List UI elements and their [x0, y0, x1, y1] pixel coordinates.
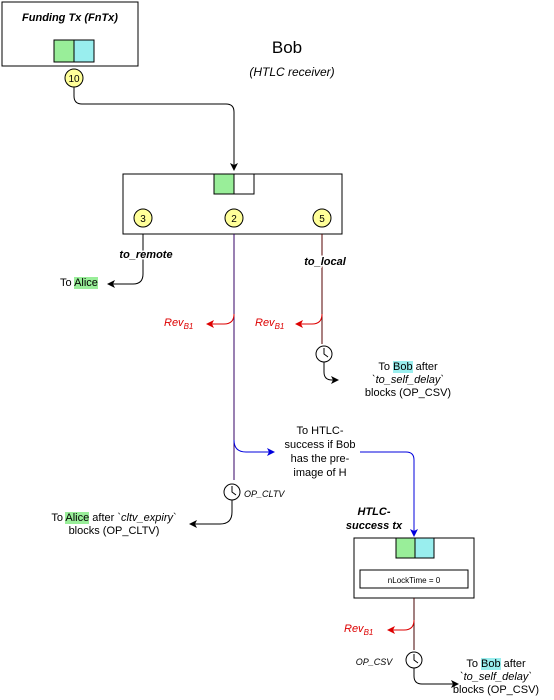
- to-remote-arrow: [107, 234, 144, 288]
- output-num-3: 3: [140, 214, 146, 225]
- funding-tx-box: Funding Tx (FnTx): [1, 1, 139, 67]
- to-local-delay-arrow: [323, 362, 339, 384]
- htlc-success-tx-box: nLockTime = 0: [353, 537, 475, 599]
- to-alice-label: To Alice: [60, 277, 98, 289]
- funding-tx-label: Funding Tx (FnTx): [22, 12, 118, 24]
- htlc-revocation-arrow: [206, 313, 235, 328]
- alice-after-cltv-label: To Alice after `cltv_expiry` blocks (OP_…: [51, 512, 177, 537]
- output-num-5: 5: [319, 214, 325, 225]
- funding-output-cyan: [73, 39, 95, 63]
- commitment-output-white: [233, 173, 255, 195]
- htlc-success-output-green: [395, 537, 416, 559]
- rev-b1-label-1: RevB1: [164, 317, 194, 332]
- htlc-success-delay-arrow: [413, 668, 459, 688]
- rev-b1-label-2: RevB1: [255, 317, 285, 332]
- htlc-success-output-cyan: [414, 537, 435, 559]
- to-local-revocation-arrow: [295, 313, 323, 328]
- htlc-success-tx-arrow: [360, 451, 418, 537]
- funding-output-green: [53, 39, 75, 63]
- output-num-2: 2: [231, 214, 237, 225]
- nlocktime-label: nLockTime = 0: [388, 576, 441, 585]
- to-local-label: to_local: [304, 256, 347, 268]
- commitment-output-green: [213, 173, 235, 195]
- op-cltv-label: OP_CLTV: [244, 489, 285, 499]
- op-csv-label: OP_CSV: [356, 657, 394, 667]
- page-title: Bob: [272, 38, 302, 57]
- htlc-success-note: To HTLC- success if Bob has the pre- ima…: [284, 425, 356, 479]
- clock-icon: [223, 483, 241, 501]
- funding-to-commitment-arrow: [73, 87, 238, 171]
- clock-icon: [405, 651, 423, 669]
- output-circle-3: [133, 208, 153, 228]
- rev-b1-label-3: RevB1: [344, 623, 374, 638]
- output-circle-5: [312, 208, 332, 228]
- funding-output-num: 10: [68, 74, 80, 85]
- bob-after-delay-label: To Bob after `to_self_delay` blocks (OP_…: [364, 361, 452, 399]
- htlc-success-arrow: [233, 439, 275, 456]
- htlc-timeout-arrow: [189, 500, 233, 528]
- nlocktime-box: [359, 569, 469, 589]
- clock-icon: [315, 345, 333, 363]
- bob-after-delay-label-2: To Bob after `to_self_delay` blocks (OP_…: [452, 658, 540, 696]
- htlc-success-revocation-arrow: [387, 619, 415, 634]
- output-circle-2: [224, 208, 244, 228]
- to-remote-label: to_remote: [119, 249, 172, 261]
- page-subtitle: (HTLC receiver): [249, 65, 334, 79]
- htlc-success-tx-label: HTLC- success tx: [345, 506, 403, 532]
